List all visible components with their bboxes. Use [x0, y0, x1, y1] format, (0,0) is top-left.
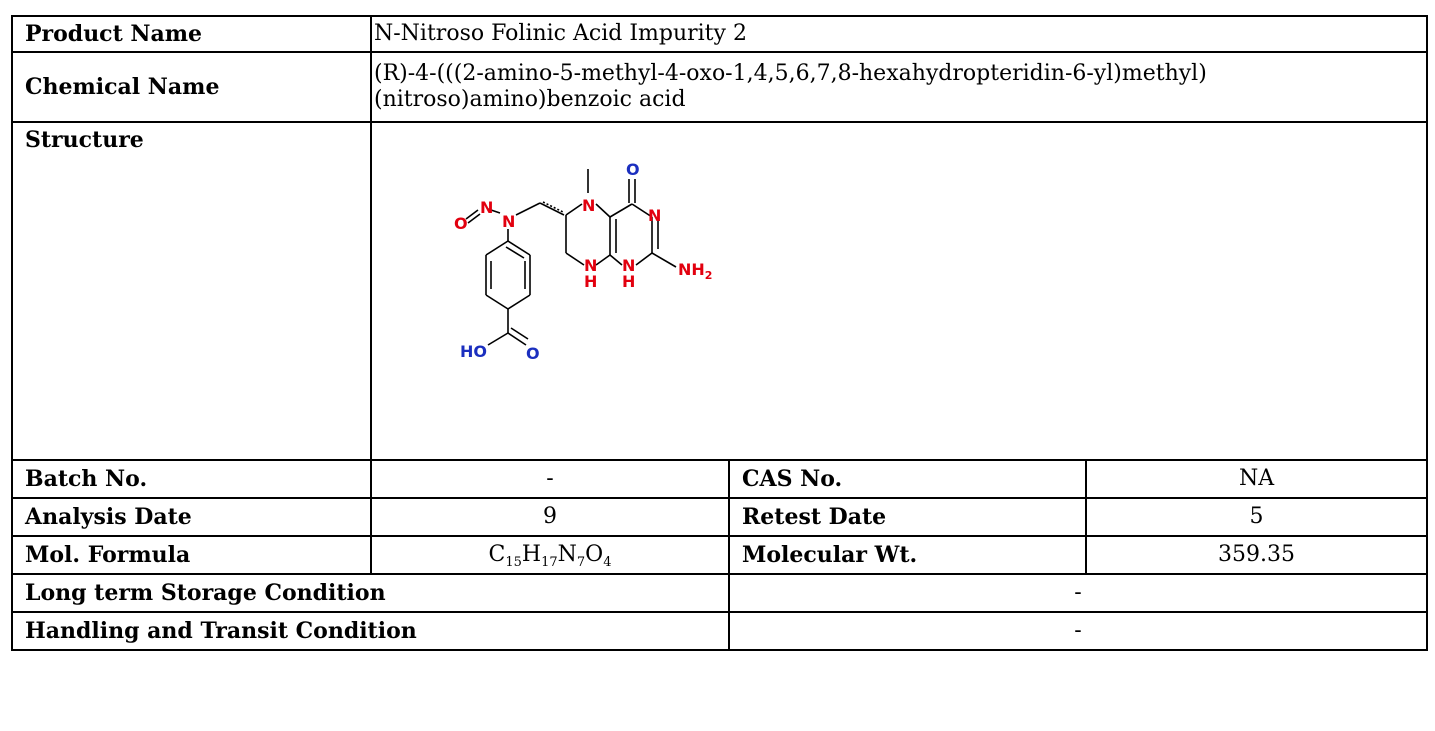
chemical-name-value: (R)-4-(((2-amino-5-methyl-4-oxo-1,4,5,6,… — [369, 51, 1429, 123]
mol-formula-label: Mol. Formula — [11, 535, 372, 575]
row-chemical-name: Chemical Name (R)-4-(((2-amino-5-methyl-… — [11, 51, 1429, 123]
structure-label-cell: Structure — [11, 121, 372, 461]
row-storage: Long term Storage Condition - — [11, 573, 1429, 613]
row-structure: Structure — [11, 121, 1429, 461]
structure-bonds — [465, 169, 677, 346]
structure-label: Structure — [25, 127, 144, 153]
retest-date-label: Retest Date — [728, 497, 1087, 537]
row-formula-weight: Mol. Formula C15H17N7O4 Molecular Wt. 35… — [11, 535, 1429, 575]
batch-label: Batch No. — [11, 459, 372, 499]
mol-formula-value: C15H17N7O4 — [370, 535, 730, 575]
cas-value: NA — [1084, 459, 1429, 499]
atom-ho: HO — [460, 342, 487, 361]
chemical-structure-image: O N N N O N NH2 N H N H HO O — [454, 160, 712, 363]
atom-n-nitroso: N — [480, 198, 493, 217]
product-spec-table: Product Name N-Nitroso Folinic Acid Impu… — [11, 15, 1429, 651]
row-dates: Analysis Date 9 Retest Date 5 — [11, 497, 1429, 537]
handling-value: - — [727, 611, 1429, 651]
product-name-value: N-Nitroso Folinic Acid Impurity 2 — [369, 15, 1429, 53]
atom-o-acid: O — [526, 344, 540, 363]
atom-o-nitroso: O — [454, 214, 468, 233]
atom-o-keto: O — [626, 160, 640, 179]
atom-n5: N — [582, 196, 595, 215]
storage-label: Long term Storage Condition — [11, 573, 730, 613]
structure-cell: O N N N O N NH2 N H N H HO O — [369, 121, 1429, 461]
row-batch-cas: Batch No. - CAS No. NA — [11, 459, 1429, 499]
cas-label: CAS No. — [728, 459, 1087, 499]
atom-n1: N — [622, 256, 635, 275]
chemical-name-label: Chemical Name — [11, 51, 372, 123]
storage-value: - — [727, 573, 1429, 613]
product-name-label: Product Name — [11, 15, 372, 53]
batch-value: - — [370, 459, 730, 499]
analysis-date-label: Analysis Date — [11, 497, 372, 537]
atom-n-amine: N — [502, 212, 515, 231]
structure-atoms: O N N N O N NH2 N H N H HO O — [454, 160, 712, 363]
handling-label: Handling and Transit Condition — [11, 611, 730, 651]
row-handling: Handling and Transit Condition - — [11, 611, 1429, 651]
atom-n3: N — [648, 206, 661, 225]
mol-weight-value: 359.35 — [1084, 535, 1429, 575]
row-product-name: Product Name N-Nitroso Folinic Acid Impu… — [11, 15, 1429, 53]
analysis-date-value: 9 — [370, 497, 730, 537]
retest-date-value: 5 — [1084, 497, 1429, 537]
atom-n8: N — [584, 256, 597, 275]
atom-h8: H — [584, 272, 597, 291]
atom-nh2: NH2 — [678, 260, 712, 282]
mol-weight-label: Molecular Wt. — [728, 535, 1087, 575]
atom-h1: H — [622, 272, 635, 291]
